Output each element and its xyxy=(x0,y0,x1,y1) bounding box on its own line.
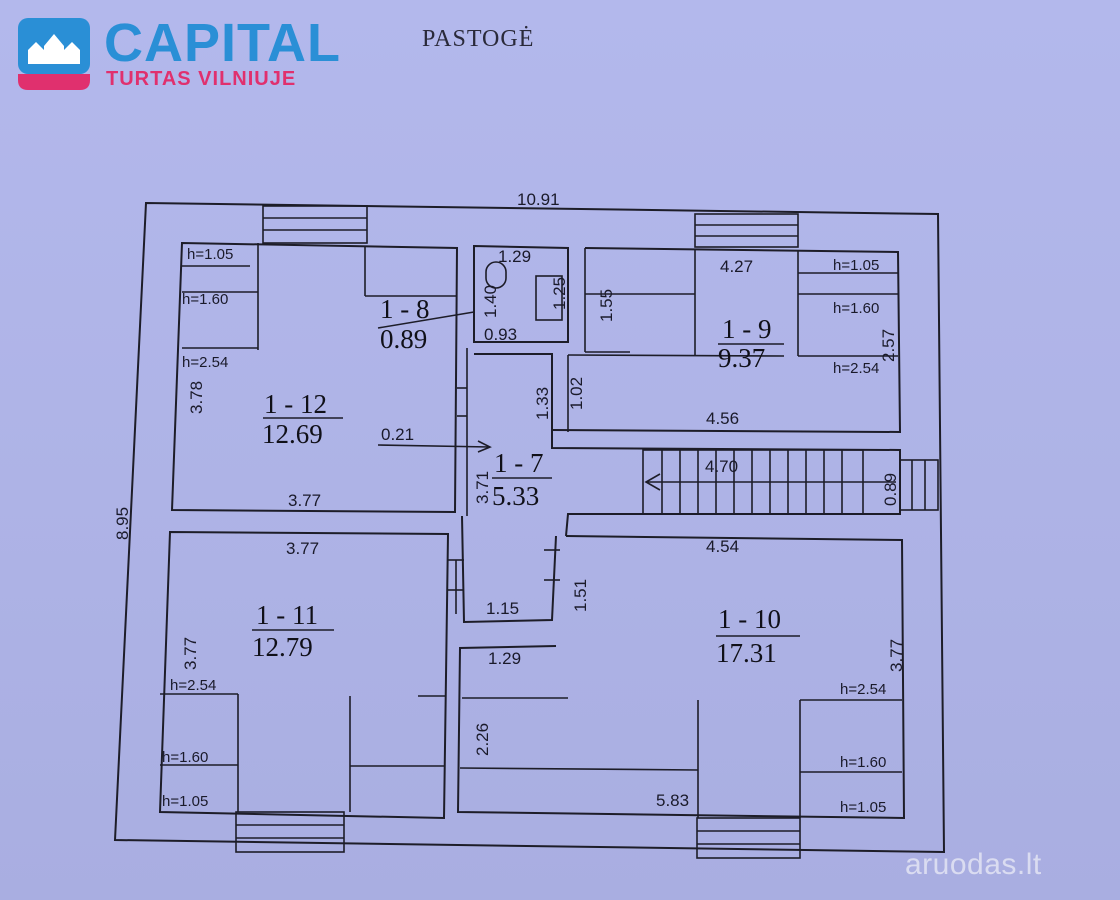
dim-label: 1.29 xyxy=(488,649,521,668)
dim-label: 3.77 xyxy=(286,539,319,558)
dim-label: 1.51 xyxy=(571,579,590,612)
room-1-9-wall xyxy=(551,247,902,434)
dim-label: 0.93 xyxy=(484,325,517,344)
height-label: h=2.54 xyxy=(170,677,216,694)
logo-name: CAPITAL xyxy=(104,13,341,73)
dim-label: 4.70 xyxy=(705,457,738,476)
corridor-wall xyxy=(474,353,901,537)
room-area-1-10: 17.31 xyxy=(716,638,777,668)
height-label: h=2.54 xyxy=(182,354,228,371)
dim-label: 4.27 xyxy=(720,257,753,276)
room-area-1-11: 12.79 xyxy=(252,632,313,662)
height-label: h=1.60 xyxy=(182,291,228,308)
height-label: h=1.05 xyxy=(187,246,233,263)
roof-window-top-left xyxy=(262,205,368,244)
height-label: h=1.05 xyxy=(162,793,208,810)
room-area-1-9: 9.37 xyxy=(718,343,765,373)
dim-total-height: 8.95 xyxy=(113,507,132,540)
dim-label: 3.71 xyxy=(473,471,492,504)
room-area-1-7: 5.33 xyxy=(492,481,539,511)
bathroom-wall xyxy=(473,244,569,343)
house-logo-icon xyxy=(18,18,90,90)
outer-wall xyxy=(113,201,946,854)
dim-label: 1.15 xyxy=(486,599,519,618)
logo-subtitle: TURTAS VILNIUJE xyxy=(106,68,297,90)
height-label: h=1.05 xyxy=(833,257,879,274)
dim-label: 1.33 xyxy=(533,387,552,420)
dim-label: 1.02 xyxy=(567,377,586,410)
dim-label: 3.77 xyxy=(181,637,200,670)
room-number-1-7: 1 - 7 xyxy=(494,448,544,478)
stairs xyxy=(642,449,896,515)
dim-label: 3.77 xyxy=(288,491,321,510)
room-number-1-8: 1 - 8 xyxy=(380,294,430,324)
room-area-1-8: 0.89 xyxy=(380,324,427,354)
toilet-icon xyxy=(485,261,507,289)
height-label: h=2.54 xyxy=(840,681,886,698)
sink-icon xyxy=(535,275,563,321)
room-1-11-wall xyxy=(158,530,450,820)
dim-label: 2.26 xyxy=(473,723,492,756)
roof-window-top-right xyxy=(694,213,799,248)
dim-label: 4.54 xyxy=(706,537,739,556)
dim-label: 0.89 xyxy=(881,473,900,506)
room-number-1-10: 1 - 10 xyxy=(718,604,781,634)
height-label: h=1.60 xyxy=(833,300,879,317)
dim-label: 1.55 xyxy=(597,289,616,322)
dim-label: 1.29 xyxy=(498,247,531,266)
dim-label: 2.57 xyxy=(879,329,898,362)
height-label: h=1.60 xyxy=(162,749,208,766)
capital-logo: CAPITAL TURTAS VILNIUJE xyxy=(18,13,340,96)
room-number-1-9: 1 - 9 xyxy=(722,314,772,344)
dim-label: 4.56 xyxy=(706,409,739,428)
room-1-10-wall xyxy=(456,535,906,820)
height-label: h=1.60 xyxy=(840,754,886,771)
roof-window-bottom-right xyxy=(696,817,801,859)
room-number-1-12: 1 - 12 xyxy=(264,389,327,419)
stair-window xyxy=(899,459,939,511)
height-label: h=1.05 xyxy=(840,799,886,816)
room-area-1-12: 12.69 xyxy=(262,419,323,449)
height-label: h=2.54 xyxy=(833,360,879,377)
dim-label: 0.21 xyxy=(381,425,414,444)
dim-label: 3.77 xyxy=(887,639,906,672)
corridor-lower-wall xyxy=(461,515,557,624)
room-number-1-11: 1 - 11 xyxy=(256,600,318,630)
dim-label: 1.40 xyxy=(481,285,500,318)
watermark: aruodas.lt xyxy=(905,848,1042,881)
plan-title: PASTOGĖ xyxy=(422,26,534,52)
dim-label: 3.78 xyxy=(187,381,206,414)
dim-label: 5.83 xyxy=(656,791,689,810)
dim-total-width: 10.91 xyxy=(517,190,560,209)
room-1-12-wall xyxy=(170,241,459,514)
roof-window-bottom-left xyxy=(235,811,345,853)
dim-label: 1.25 xyxy=(550,277,569,310)
